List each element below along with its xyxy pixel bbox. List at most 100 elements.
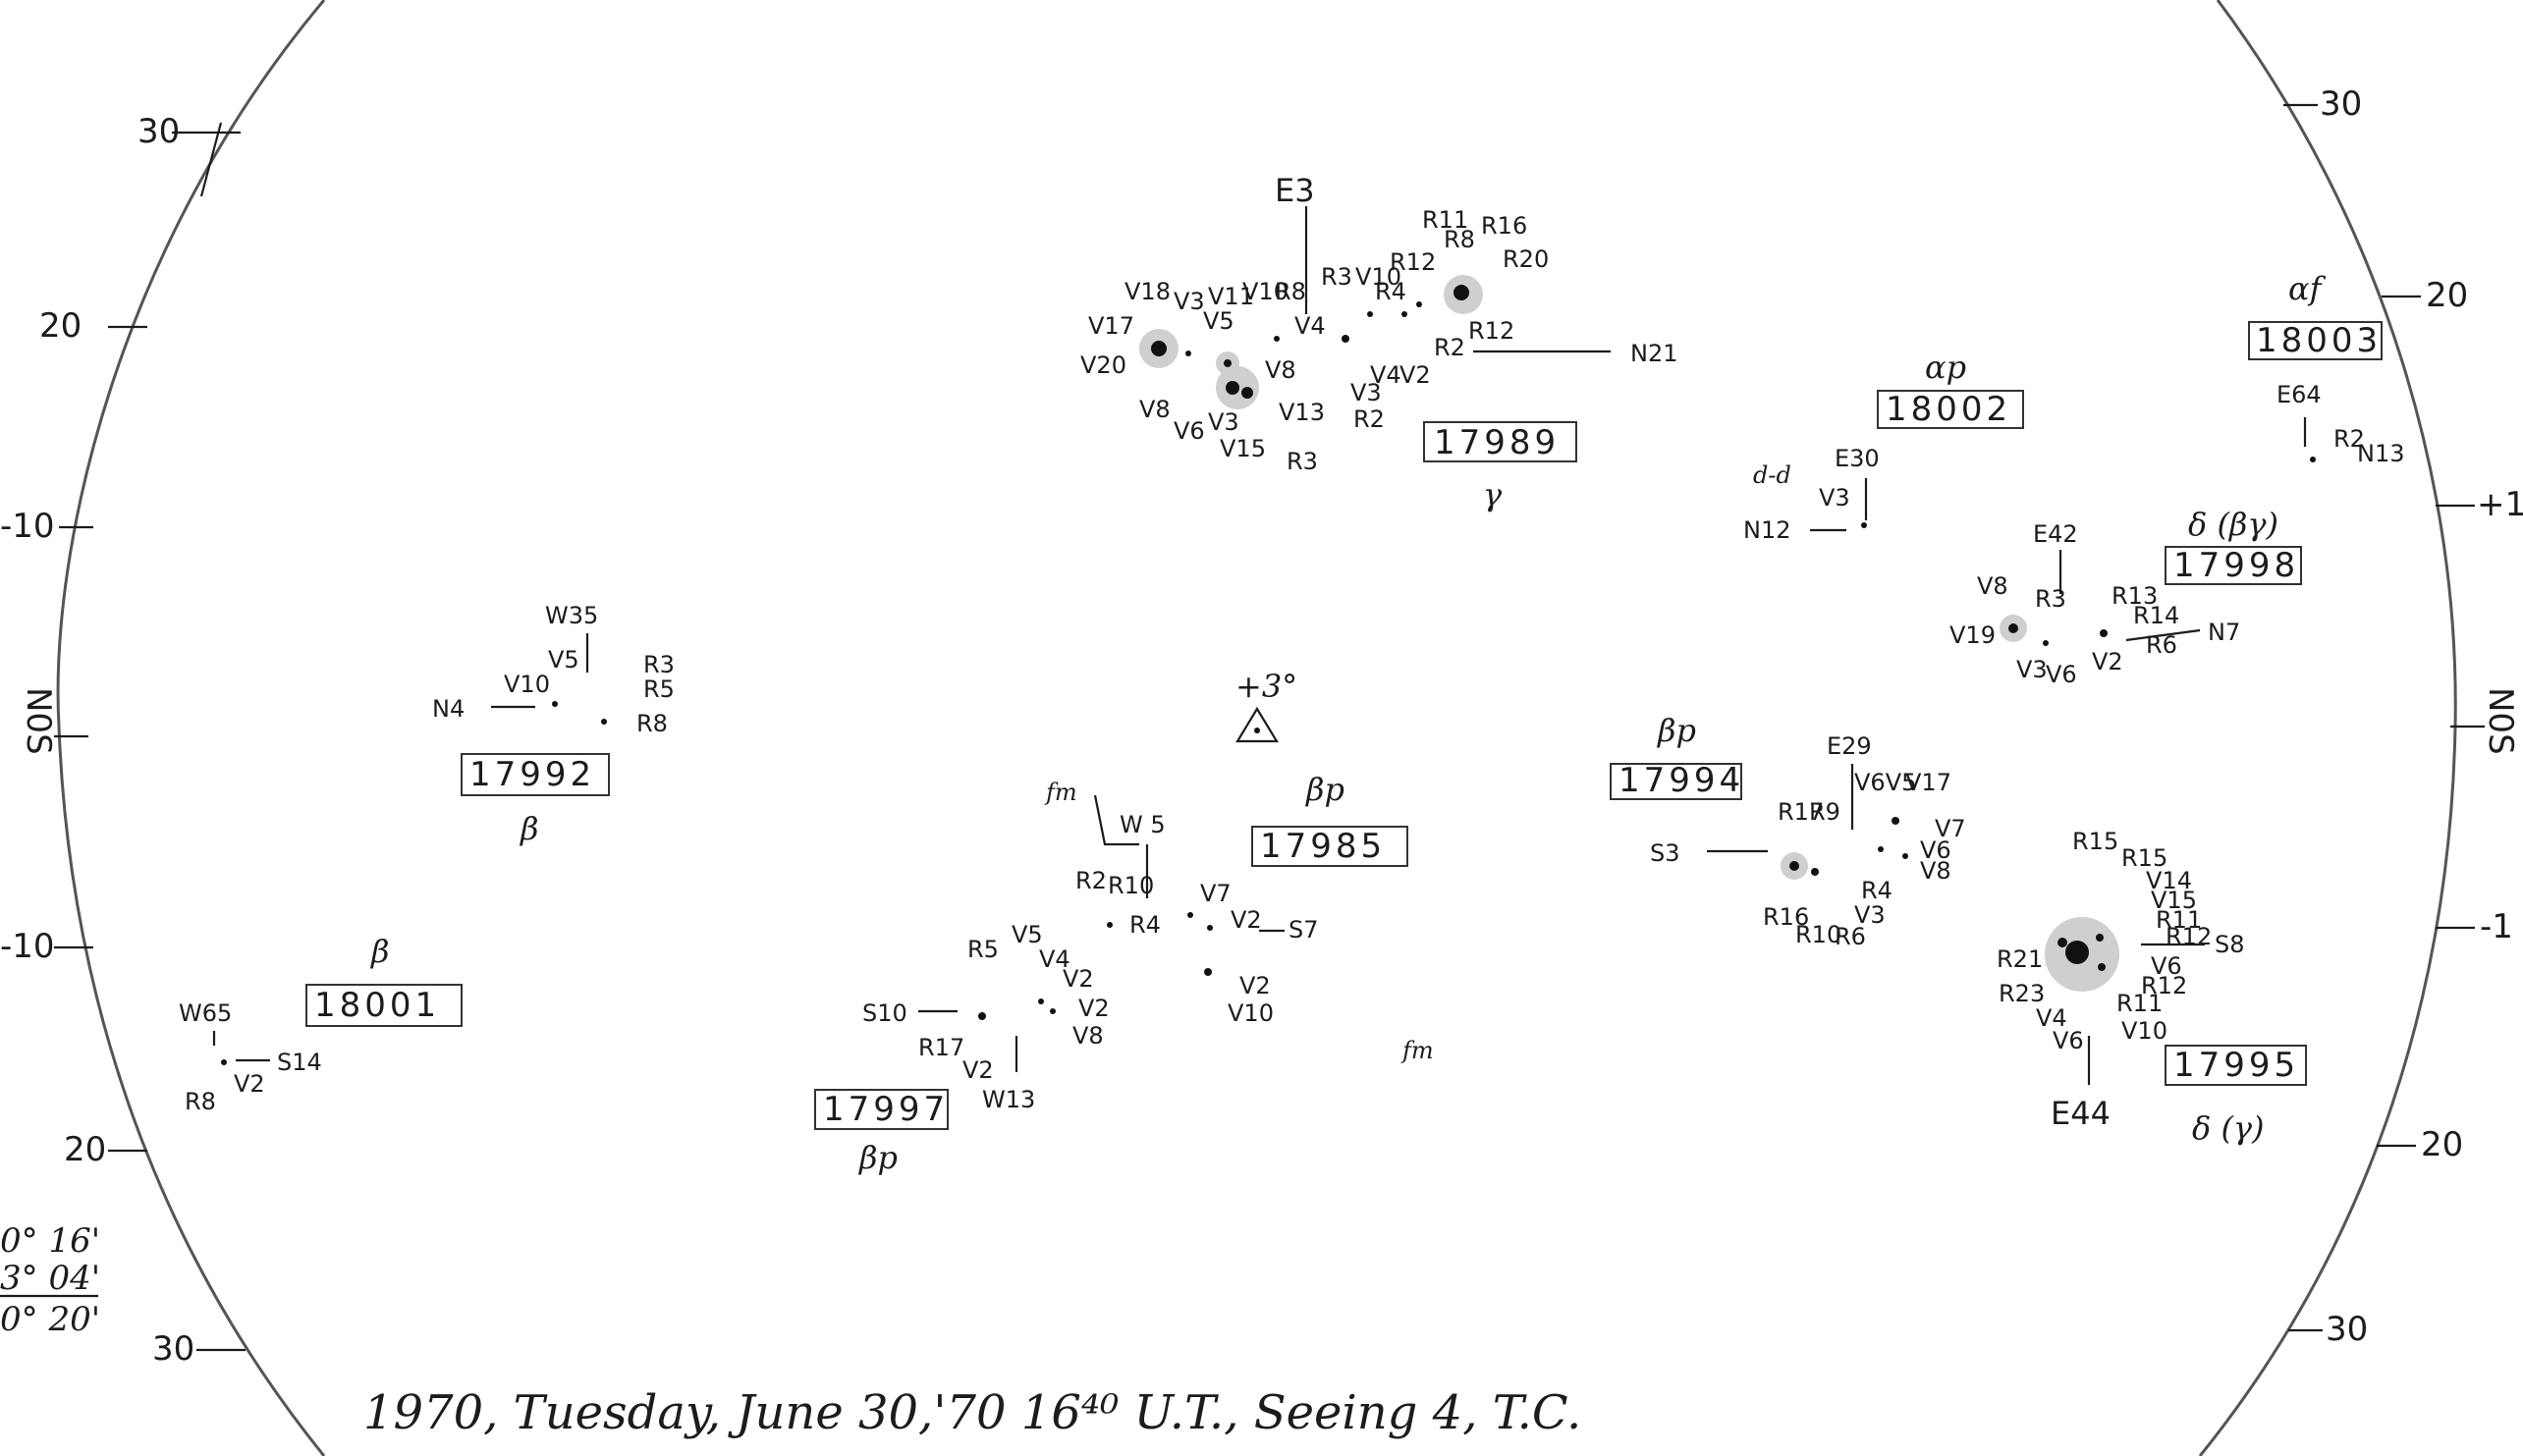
region-17998-number: 17998 xyxy=(2173,546,2299,585)
region-17985-class: βp xyxy=(1305,771,1344,808)
region-17994-label-V17: V17 xyxy=(1905,769,1951,796)
left-scale-20-bottom: 20 xyxy=(64,1130,106,1169)
region-17995-label-V6b: V6 xyxy=(2053,1027,2084,1054)
region-17998-label-V3: V3 xyxy=(2016,656,2048,683)
region-17994-label-R4: R4 xyxy=(1861,877,1892,904)
region-17995-number: 17995 xyxy=(2173,1046,2299,1085)
region-18002-label-E30: E30 xyxy=(1835,445,1880,472)
region-18003-class: αf xyxy=(2288,270,2327,307)
region-17995-label-V15: V15 xyxy=(2151,887,2197,914)
region-17994-label-S3: S3 xyxy=(1650,839,1680,867)
region-17989-label-R8: R8 xyxy=(1275,278,1306,305)
region-18001-label-S14: S14 xyxy=(277,1049,322,1076)
right-scale-30-top: 30 xyxy=(2320,84,2362,124)
solar-limb-right xyxy=(2198,0,2457,1456)
region-17992-label-V10: V10 xyxy=(504,671,550,698)
drawing-caption: 1970, Tuesday, June 30,'70 16⁴⁰ U.T., Se… xyxy=(363,1385,1581,1440)
region-18002-label-dd: d-d xyxy=(1753,461,1791,489)
region-18002: αp 18002 d-d E30 V3 N12 xyxy=(1743,349,2024,544)
region-17989-label-V17: V17 xyxy=(1088,312,1134,340)
region-17994-label-R9: R9 xyxy=(1809,798,1840,826)
region-18003-number: 18003 xyxy=(2256,321,2382,360)
left-scale-30-bottom: 30 xyxy=(152,1329,194,1369)
region-18001-number: 18001 xyxy=(314,986,440,1025)
region-17994: βp 17994 E29 V6V5 V17 V7 V6 V8 R17 R9 R4… xyxy=(1610,712,1966,950)
region-17995-label-S8: S8 xyxy=(2215,931,2245,958)
corner-value-1: 0° 16' xyxy=(0,1221,100,1261)
region-17994-number: 17994 xyxy=(1618,761,1744,800)
region-17989-label-V4b: V4 xyxy=(1370,361,1401,389)
region-17989-label-V11: V11 xyxy=(1208,283,1254,310)
region-17989-label-V10: V10 xyxy=(1242,278,1289,305)
region-17989-label-V5: V5 xyxy=(1203,307,1234,335)
region-18002-label-V3: V3 xyxy=(1819,484,1850,512)
region-17998-label-V2: V2 xyxy=(2092,648,2123,675)
region-18001-label-V2: V2 xyxy=(234,1070,265,1098)
region-17998-label-N7: N7 xyxy=(2208,619,2240,646)
region-17989-label-V18: V18 xyxy=(1124,278,1171,305)
region-17995-label-R11: R11 xyxy=(2156,906,2202,934)
right-scale-20-top: 20 xyxy=(2426,276,2468,315)
region-17997-number: 17997 xyxy=(823,1090,949,1129)
region-17992-label-R5: R5 xyxy=(643,675,675,703)
region-17997-label-V2: V2 xyxy=(1063,965,1094,993)
region-18001-label-W65: W65 xyxy=(179,999,232,1027)
region-17989-label-R12b: R12 xyxy=(1468,317,1514,345)
corner-values: 0° 16' 3° 04' 0° 20' xyxy=(0,1221,100,1339)
region-17997-label-R5: R5 xyxy=(967,936,999,963)
region-17997-class: βp xyxy=(858,1139,898,1176)
region-17997-label-V4: V4 xyxy=(1039,945,1070,973)
region-17989-label-V6: V6 xyxy=(1174,417,1205,445)
region-17985-label-R2: R2 xyxy=(1075,867,1107,894)
region-17989-label-R3: R3 xyxy=(1287,448,1318,475)
region-17998-label-E42: E42 xyxy=(2033,520,2078,548)
region-17994-label-V8: V8 xyxy=(1920,857,1951,885)
right-scale-30-bottom: 30 xyxy=(2326,1310,2368,1349)
region-17998-label-V19: V19 xyxy=(1949,621,1996,649)
region-18003-label-R2: R2 xyxy=(2333,425,2365,453)
region-17995-class: δ (γ) xyxy=(2192,1109,2265,1147)
region-17985-label-fm2: fm xyxy=(1400,1037,1434,1064)
region-17989-label-R12: R12 xyxy=(1390,248,1436,276)
region-17997-label-V2b: V2 xyxy=(1078,995,1110,1022)
region-17995-label-V4: V4 xyxy=(2036,1004,2067,1032)
right-scale-10-top: +1 xyxy=(2477,485,2523,524)
region-18001-class: β xyxy=(370,933,390,970)
region-17998-label-V8: V8 xyxy=(1977,572,2008,600)
region-18003: αf 18003 E64 R2 N13 xyxy=(2248,270,2405,467)
region-17985-label-R4: R4 xyxy=(1129,911,1161,939)
region-17995-label-V6: V6 xyxy=(2151,952,2182,980)
region-17998-label-V6: V6 xyxy=(2046,661,2077,688)
corner-value-2: 3° 04' xyxy=(0,1259,100,1298)
region-17985-label-V10: V10 xyxy=(1228,999,1274,1027)
region-17989-label-V20: V20 xyxy=(1080,351,1126,379)
right-scale-20-bottom: 20 xyxy=(2421,1125,2463,1164)
region-17994-label-V7: V7 xyxy=(1935,815,1966,842)
region-17998-label-R3: R3 xyxy=(2035,585,2066,613)
region-17994-class: βp xyxy=(1657,712,1696,749)
region-17994-label-V6: V6 xyxy=(1920,836,1951,864)
region-17989-label-R8b: R8 xyxy=(1444,226,1475,253)
region-17997-label-W13: W13 xyxy=(982,1086,1035,1113)
region-17989-label-V15: V15 xyxy=(1220,435,1266,462)
region-17995-label-V14: V14 xyxy=(2146,867,2192,894)
right-latitude-scale: 30 20 +1 N0S -1 20 30 xyxy=(2283,84,2523,1349)
region-17989-label-N21: N21 xyxy=(1630,340,1678,367)
region-17992-class: β xyxy=(520,810,539,847)
region-17998-label-R14: R14 xyxy=(2133,602,2179,629)
region-17994-label-E29: E29 xyxy=(1827,732,1872,760)
left-scale-10-top: -10 xyxy=(0,507,55,546)
center-mark: +3° xyxy=(1235,668,1297,743)
center-mark-label: +3° xyxy=(1235,668,1297,705)
region-17985-label-V2b: V2 xyxy=(1239,972,1271,999)
region-17997-label-S10: S10 xyxy=(862,999,907,1027)
region-17989-label-V3c: V3 xyxy=(1350,379,1382,406)
region-17989-label-V8: V8 xyxy=(1139,396,1171,423)
region-17985-label-W5: W 5 xyxy=(1120,811,1166,838)
region-17994-label-R16: R16 xyxy=(1763,903,1809,931)
region-18003-label-E64: E64 xyxy=(2276,381,2322,408)
region-17997-label-R17: R17 xyxy=(918,1034,964,1061)
region-17985-label-S7: S7 xyxy=(1289,916,1319,944)
